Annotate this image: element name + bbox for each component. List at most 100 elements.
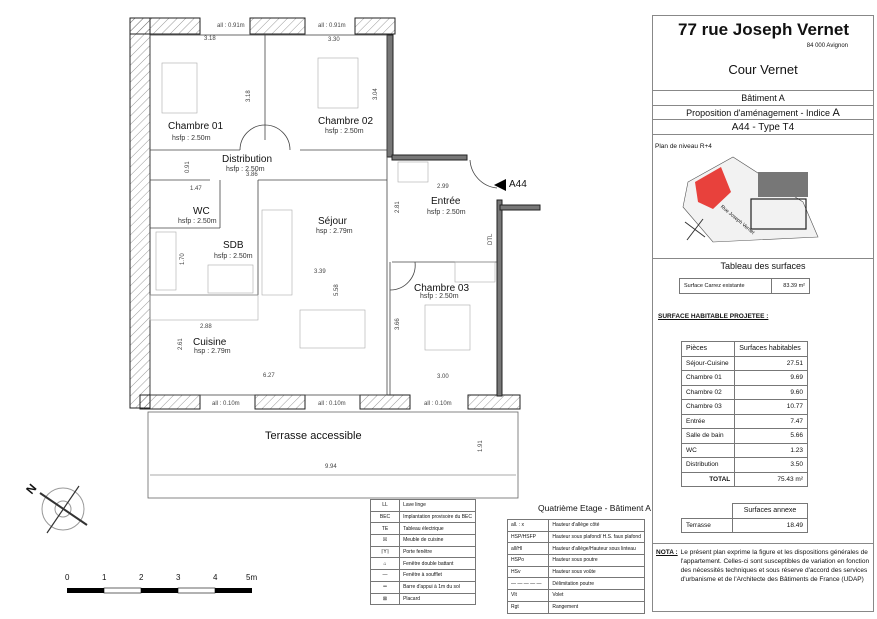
room-label-entree: Entrée (431, 196, 461, 207)
label: Hauteur sous plafond/ H.S. faux plafond (548, 530, 645, 544)
tilt-window-icon: — (369, 569, 401, 582)
dimension: 3.18 (246, 90, 252, 102)
scale-tick: 2 (139, 573, 144, 582)
site-map (682, 156, 819, 243)
dimension: 1.91 (478, 440, 484, 452)
double-window-icon: ⌂ (369, 557, 401, 571)
surfaces-title: Tableau des surfaces (653, 258, 873, 273)
city: 84 000 Avignon (806, 43, 848, 49)
scale-tick: 0 (65, 573, 70, 582)
legend-item: Lave linge (399, 499, 476, 512)
habitable-title: SURFACE HABITABLE PROJETEE : (658, 313, 769, 320)
label: Hauteur sous poutre (548, 554, 645, 567)
dimension: 6.27 (263, 373, 275, 379)
title-block: 77 rue Joseph Vernet 84 000 Avignon Cour… (652, 15, 874, 612)
window-height: all : 0.10m (212, 401, 240, 407)
dimension: 3.00 (437, 374, 449, 380)
area: 9.60 (734, 384, 808, 400)
nota-text: Le présent plan exprime la figure et les… (680, 549, 870, 583)
dimension: 5.58 (334, 284, 340, 296)
room: Distribution (680, 457, 736, 473)
label: Rangement (548, 600, 645, 614)
symbol: LL (369, 499, 401, 512)
area: 1.23 (734, 442, 808, 458)
dimension: 1.47 (190, 186, 202, 192)
legend-item: Placard (399, 592, 476, 606)
terrace (147, 411, 519, 499)
railing-icon: ═ (369, 580, 401, 594)
carrez-label: Surface Carrez existante (679, 278, 772, 294)
dimension: 3.39 (314, 269, 326, 275)
room-height: hsp : 2.79m (194, 348, 231, 355)
dtl-label: DTL (488, 233, 494, 245)
level-value: R+4 (699, 143, 712, 150)
room-label-chambre-02: Chambre 02 (318, 116, 374, 127)
scale-tick: 3 (176, 573, 181, 582)
total-value: 75.43 m² (734, 471, 808, 487)
room: Salle de bain (680, 428, 736, 444)
scale-tick: 4 (213, 573, 218, 582)
entry-arrow-icon (494, 179, 506, 191)
code: — — — — — (506, 577, 550, 591)
room-height: hsfp : 2.50m (420, 293, 459, 300)
legend-item: Tableau électrique (399, 522, 476, 536)
window-height: all : 0.91m (318, 23, 346, 29)
floor-title: Quatrième Etage - Bâtiment A (538, 503, 651, 513)
column-header: Surfaces annexe (732, 503, 808, 519)
dimension: 9.94 (325, 464, 337, 470)
code: all. : x (506, 519, 550, 532)
nota-label: NOTA : (656, 549, 678, 556)
dimension: 2.99 (437, 184, 449, 190)
room-label-distribution: Distribution (222, 154, 273, 165)
label: Hauteur sous voûte (548, 565, 645, 579)
window-height: all : 0.10m (424, 401, 452, 407)
entry-marker: A44 (509, 179, 527, 190)
room: Séjour-Cuisine (680, 355, 736, 371)
room: Terrasse (681, 517, 733, 533)
terrace-label: Terrasse accessible (265, 430, 362, 442)
room-label-cuisine: Cuisine (193, 337, 227, 348)
scale-tick: 1 (102, 573, 107, 582)
building: Bâtiment A (653, 90, 873, 105)
symbol: TE (369, 522, 401, 536)
french-door-icon: ⌈Y⌉ (369, 545, 401, 559)
area: 27.51 (734, 355, 808, 371)
area: 18.49 (732, 517, 808, 533)
dimension: 0.91 (185, 161, 191, 173)
compass-icon (39, 485, 88, 534)
label: Hauteur d'allège côté (548, 519, 645, 532)
dimension: 2.61 (178, 338, 184, 350)
room-height: hsfp : 2.50m (178, 218, 217, 225)
code: HSv (506, 565, 550, 579)
column-header: Surfaces habitables (734, 341, 808, 357)
room-height: hsfp : 2.50m (226, 166, 265, 173)
room-height: hsfp : 2.50m (427, 209, 466, 216)
label: Délimitation poutre (548, 577, 645, 591)
address: 77 rue Joseph Vernet (678, 20, 850, 39)
code: HSPo (506, 554, 550, 567)
dimension: 3.86 (246, 172, 258, 178)
floor-plan (39, 17, 541, 594)
room-height: hsp : 2.79m (316, 228, 353, 235)
dimension: 3.66 (395, 318, 401, 330)
unit-type: A44 - Type T4 (653, 119, 873, 134)
room-height: hsfp : 2.50m (172, 135, 211, 142)
dimension: 1.70 (180, 253, 186, 265)
legend-item: Fenêtre à soufflet (399, 569, 476, 582)
room-label-chambre-03: Chambre 03 (414, 283, 470, 294)
room: Chambre 01 (680, 370, 736, 386)
nota: NOTA : Le présent plan exprime la figure… (653, 543, 873, 613)
scale-bar (67, 587, 252, 594)
code: HSP/HSFP (506, 530, 550, 544)
room: Entrée (680, 413, 736, 429)
walls (129, 17, 541, 410)
carrez-value: 83.39 m² (771, 278, 810, 294)
code: all/Hl (506, 542, 550, 556)
dimension: 2.81 (395, 201, 401, 213)
